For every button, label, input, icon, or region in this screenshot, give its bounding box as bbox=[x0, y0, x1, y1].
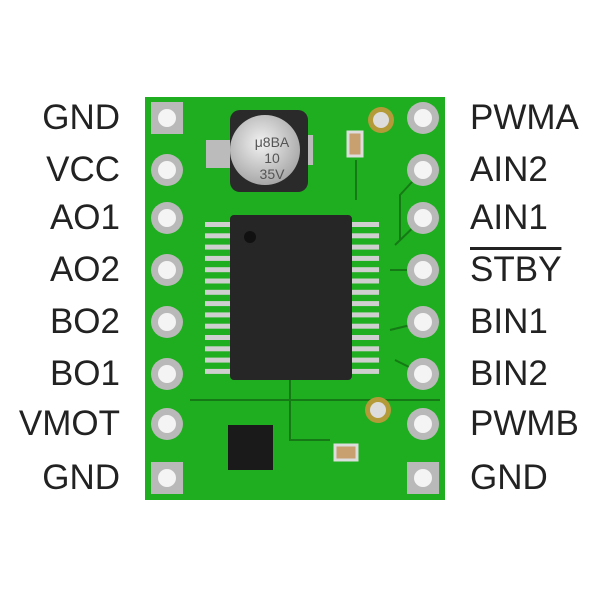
chip-pin bbox=[205, 301, 231, 307]
left-pin-label: AO1 bbox=[49, 198, 120, 237]
pin-hole bbox=[158, 313, 176, 331]
chip-pin bbox=[205, 357, 231, 363]
pin-hole bbox=[158, 469, 176, 487]
pin-hole bbox=[414, 261, 432, 279]
pin-hole bbox=[158, 209, 176, 227]
pin-hole bbox=[158, 261, 176, 279]
chip-pin bbox=[351, 323, 379, 329]
right-pin-label: PWMB bbox=[470, 404, 579, 443]
left-pin-label: BO2 bbox=[49, 302, 120, 341]
chip-pin bbox=[351, 244, 379, 250]
chip-pin bbox=[351, 346, 379, 352]
resistor-top bbox=[346, 130, 364, 158]
right-pin-label: AIN1 bbox=[470, 198, 548, 237]
pin-hole bbox=[158, 365, 176, 383]
left-pin-label: VMOT bbox=[18, 404, 120, 443]
chip-pin bbox=[351, 289, 379, 295]
chip-pin bbox=[351, 278, 379, 284]
pin-hole bbox=[158, 109, 176, 127]
left-pin-label: GND bbox=[42, 98, 120, 137]
capacitor: μ8BA 10 35V bbox=[206, 110, 313, 192]
left-pin-label: BO1 bbox=[49, 354, 120, 393]
chip-pin bbox=[205, 346, 231, 352]
chip-pin bbox=[351, 335, 379, 340]
pin-hole bbox=[414, 313, 432, 331]
right-pin-label: PWMA bbox=[470, 98, 579, 137]
chip-pin bbox=[205, 267, 231, 273]
chip-pin bbox=[205, 323, 231, 329]
chip-pin bbox=[205, 289, 231, 295]
left-pin-label: AO2 bbox=[49, 250, 120, 289]
right-pin-label: GND bbox=[470, 458, 548, 497]
left-pin-label: GND bbox=[42, 458, 120, 497]
chip-pin bbox=[351, 368, 379, 374]
chip-pin bbox=[351, 267, 379, 273]
resistor-bottom bbox=[333, 443, 359, 462]
chip-pin bbox=[205, 222, 231, 227]
pin-hole bbox=[414, 365, 432, 383]
chip-pin bbox=[205, 233, 231, 239]
chip-pins bbox=[205, 222, 379, 374]
pin-hole bbox=[414, 469, 432, 487]
pin-hole bbox=[414, 209, 432, 227]
right-pin-label: AIN2 bbox=[470, 150, 548, 189]
chip-pin bbox=[205, 244, 231, 250]
svg-text:10: 10 bbox=[264, 150, 280, 166]
pin-hole bbox=[158, 415, 176, 433]
svg-text:35V: 35V bbox=[260, 166, 286, 182]
chip-pin bbox=[205, 312, 231, 318]
chip-pin bbox=[205, 255, 231, 261]
chip-pin bbox=[351, 312, 379, 318]
small-ic bbox=[228, 425, 273, 470]
chip-pin bbox=[351, 357, 379, 363]
pin-hole bbox=[158, 161, 176, 179]
pin-pads bbox=[151, 102, 439, 494]
left-pin-label: VCC bbox=[46, 150, 120, 189]
chip-pin bbox=[205, 368, 231, 374]
chip-pin bbox=[351, 301, 379, 307]
right-pin-label: BIN2 bbox=[470, 354, 548, 393]
pin-hole bbox=[414, 415, 432, 433]
chip-pin bbox=[205, 335, 231, 340]
pin-hole bbox=[414, 109, 432, 127]
driver-chip bbox=[230, 215, 352, 380]
chip-pin bbox=[351, 255, 379, 261]
pin-hole bbox=[414, 161, 432, 179]
svg-text:μ8BA: μ8BA bbox=[255, 134, 290, 150]
chip-pin bbox=[351, 222, 379, 227]
right-pin-label: STBY bbox=[470, 250, 562, 289]
right-pin-label: BIN1 bbox=[470, 302, 548, 341]
chip-pin bbox=[205, 278, 231, 284]
chip-pin bbox=[351, 233, 379, 239]
